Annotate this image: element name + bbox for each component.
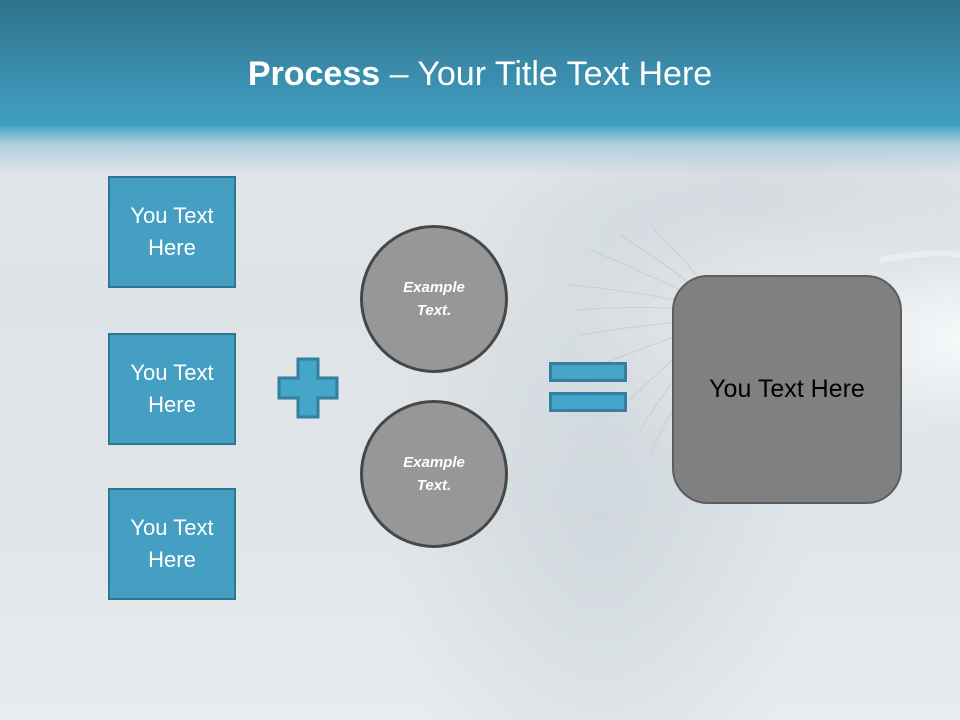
plus-icon: [277, 357, 339, 419]
title-bar: [0, 0, 960, 128]
title-bold: Process: [247, 55, 381, 93]
circle-label: Example Text.: [403, 279, 465, 319]
example-circle-1: Example Text.: [360, 225, 508, 373]
input-box-label: You Text Here: [130, 515, 214, 572]
equals-bar-bottom: [549, 392, 627, 412]
title-rest: – Your Title Text Here: [380, 55, 713, 93]
input-box-1: You Text Here: [108, 176, 236, 288]
input-box-label: You Text Here: [130, 203, 214, 260]
equals-bar-top: [549, 362, 627, 382]
result-label: You Text Here: [709, 375, 865, 403]
circle-label: Example Text.: [403, 454, 465, 494]
title-bar-fade: [0, 126, 960, 174]
input-box-3: You Text Here: [108, 488, 236, 600]
input-box-2: You Text Here: [108, 333, 236, 445]
result-box: You Text Here: [672, 275, 902, 504]
slide-title: Process – Your Title Text Here: [0, 54, 960, 94]
input-box-label: You Text Here: [130, 360, 214, 417]
example-circle-2: Example Text.: [360, 400, 508, 548]
